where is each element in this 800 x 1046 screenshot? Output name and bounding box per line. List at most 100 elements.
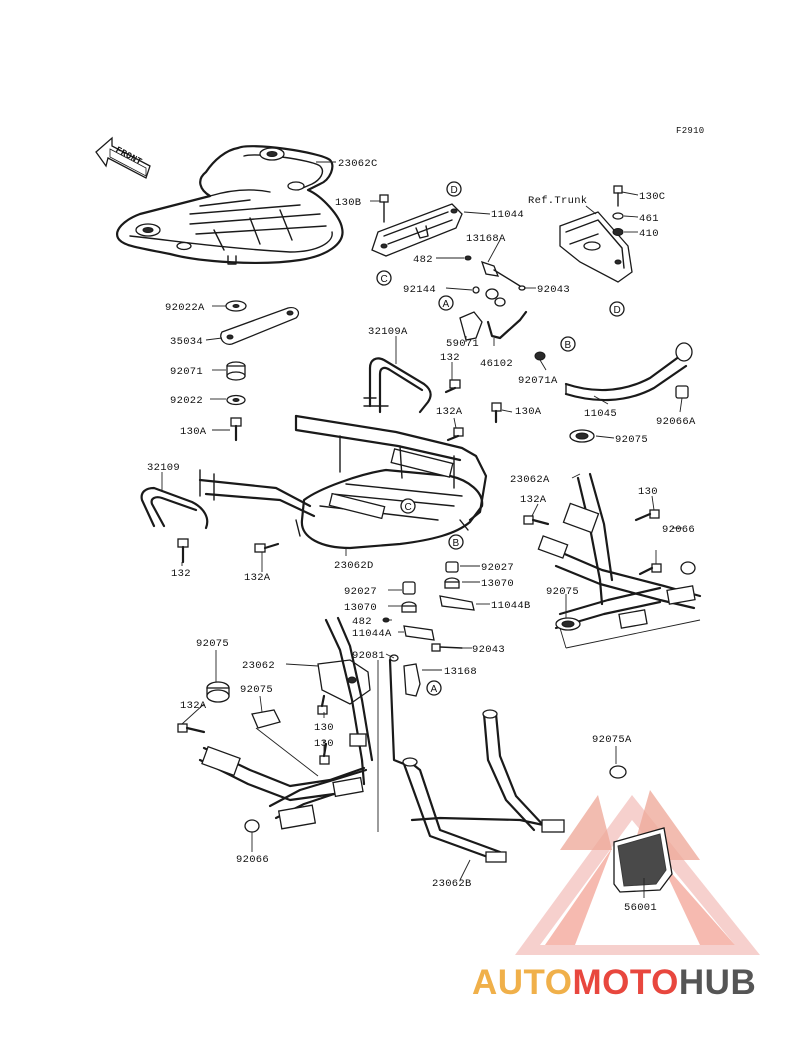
mudflap-56001	[613, 827, 673, 893]
washer-92022	[226, 394, 246, 406]
part-label: 32109	[147, 462, 180, 474]
clip-482	[464, 255, 472, 261]
pin-92144	[472, 286, 480, 294]
callout-A-top-label: A	[443, 299, 450, 310]
grommet-92075A	[609, 765, 627, 779]
part-label: 92022A	[165, 302, 205, 314]
bolt-130-lower-b	[319, 742, 330, 765]
lower-frame-left	[198, 616, 374, 830]
cap-92071A	[534, 351, 546, 361]
grommet-92075-left-a	[206, 681, 230, 703]
bolt-132A-lower	[177, 723, 206, 734]
part-label: 23062	[242, 660, 275, 672]
bolt-130-right-a	[634, 509, 660, 522]
part-label: 92071A	[518, 375, 558, 387]
part-label: 482	[352, 616, 372, 628]
callout-A-lower-label: A	[431, 684, 438, 695]
fastener-130C	[613, 185, 623, 207]
ref-trunk-label: Ref.Trunk	[528, 195, 587, 207]
callout-A-lower	[426, 680, 442, 696]
part-label: 92043	[472, 644, 505, 656]
handle-32109A	[363, 357, 432, 414]
rear-rack-23062C	[116, 145, 344, 265]
part-label: 92081	[352, 650, 385, 662]
part-label: 32109A	[368, 326, 408, 338]
part-label: 92075	[615, 434, 648, 446]
callout-D-right	[609, 301, 625, 317]
bolt-132-left	[177, 538, 189, 564]
spacer-92027-right	[445, 561, 459, 573]
bolt-130A-left	[230, 417, 242, 442]
part-label: 482	[413, 254, 433, 266]
callout-B-mid	[448, 534, 464, 550]
part-label: 92066	[662, 524, 695, 536]
handle-32109	[140, 486, 209, 530]
part-label: 11044	[491, 209, 524, 221]
nut-410	[612, 228, 624, 236]
part-label: 132A	[520, 494, 547, 506]
grommet-92071	[226, 361, 246, 381]
washer-92022A	[225, 300, 247, 312]
part-label: 132A	[244, 572, 271, 584]
cap-92066-right	[680, 561, 696, 575]
rail-11045	[564, 342, 693, 402]
front-arrow-icon	[95, 136, 151, 179]
part-label: 92075A	[592, 734, 632, 746]
part-label: 130	[314, 722, 334, 734]
callout-A-top	[438, 295, 454, 311]
leader-lines	[161, 161, 701, 898]
trunk-bracket	[559, 211, 633, 283]
plate-11044A	[403, 625, 435, 641]
part-label: 13168A	[466, 233, 506, 245]
cap-92066-lower	[244, 819, 260, 833]
bolt-132A-left	[254, 542, 280, 553]
grommet-92075-left-b	[251, 709, 281, 729]
damper-13070-right	[444, 577, 460, 589]
callout-D-top-label: D	[451, 185, 458, 196]
linkage-13168A	[480, 260, 526, 291]
part-label: 132A	[436, 406, 463, 418]
part-label: 11044B	[491, 600, 531, 612]
bolt-132A-right	[523, 515, 550, 526]
callout-C-top	[376, 270, 392, 286]
watermark-part3: HUB	[678, 963, 757, 1002]
part-label: 132	[440, 352, 460, 364]
part-label: 11045	[584, 408, 617, 420]
part-label: 92144	[403, 284, 436, 296]
lower-frame-23062B	[388, 658, 565, 863]
figure-code: F2910	[676, 126, 705, 136]
part-label: 130	[638, 486, 658, 498]
callout-B-top-label: B	[565, 340, 572, 351]
callout-C-mid-label: C	[405, 502, 412, 513]
holder-13168	[403, 663, 421, 697]
callout-D-right-label: D	[614, 305, 621, 316]
rod-46102	[485, 288, 528, 340]
part-label: 92066A	[656, 416, 696, 428]
bolt-132A-mid	[446, 427, 464, 442]
part-label: 130	[314, 738, 334, 750]
part-label: 59071	[446, 338, 479, 350]
part-label: 132A	[180, 700, 207, 712]
part-label: 92027	[481, 562, 514, 574]
callout-D-top	[446, 181, 462, 197]
bolt-92043-center	[431, 643, 463, 652]
part-label: 92075	[196, 638, 229, 650]
side-frame-23062A	[537, 429, 702, 631]
part-label: 13070	[481, 578, 514, 590]
cap-92066A	[675, 385, 689, 399]
block-59071	[459, 311, 483, 341]
part-label: 23062B	[432, 878, 472, 890]
bolt-132-top	[444, 379, 461, 394]
bolt-130A-mid	[491, 402, 502, 424]
part-label: 23062D	[334, 560, 374, 572]
part-label: 132	[171, 568, 191, 580]
spacer-92027-left	[402, 581, 416, 595]
part-label: 92043	[537, 284, 570, 296]
part-label: 461	[639, 213, 659, 225]
bracket-23062	[317, 659, 371, 705]
part-label: 35034	[170, 336, 203, 348]
part-label: 130B	[335, 197, 361, 209]
rear-carrier-23062D	[198, 414, 488, 550]
bolt-130B	[379, 194, 389, 223]
